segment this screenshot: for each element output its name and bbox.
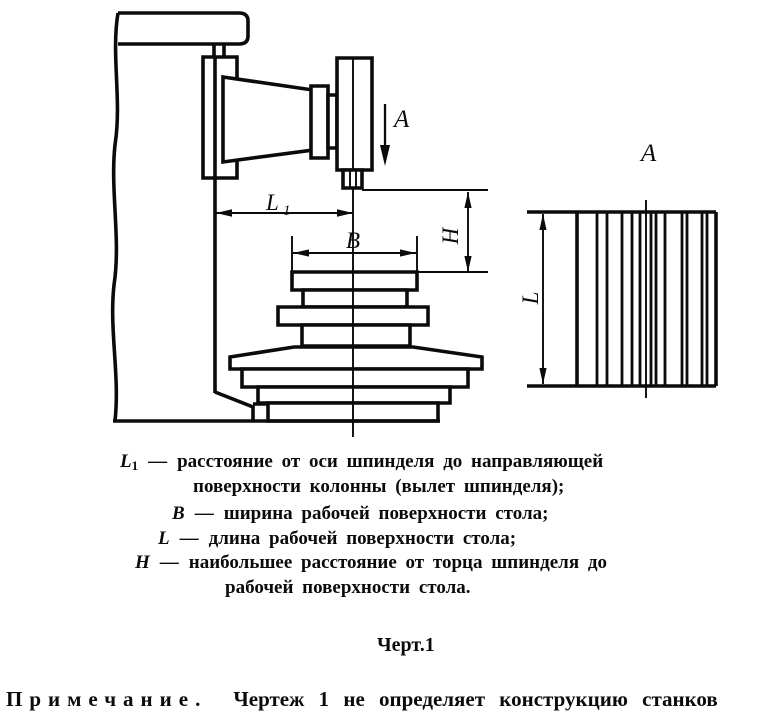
definition-l-text: длина рабочей поверхности стола; bbox=[208, 528, 517, 549]
l1-label-subscript: 1 bbox=[283, 203, 291, 219]
head-cone bbox=[221, 74, 315, 165]
definition-h-text-2: рабочей поверхности стола. bbox=[225, 577, 471, 598]
h-label: H bbox=[438, 226, 463, 245]
l1-arrow-right bbox=[337, 209, 353, 217]
column-break-wavy-line bbox=[110, 12, 120, 422]
definition-h-continued: рабочей поверхности стола. bbox=[225, 577, 471, 599]
spindle-nose-bore-lines bbox=[349, 170, 357, 188]
definition-dash: — bbox=[179, 528, 199, 549]
head-flange bbox=[309, 84, 330, 160]
knee-lower bbox=[256, 385, 452, 405]
definition-l1-symbol: L bbox=[120, 451, 132, 472]
note: Примечание. Чертеж 1 не определяет констр… bbox=[6, 687, 718, 712]
spindle-housing bbox=[335, 56, 374, 172]
b-extension-lines bbox=[291, 236, 418, 272]
overarm bbox=[118, 11, 250, 46]
knee-top bbox=[228, 345, 484, 371]
column bbox=[110, 11, 271, 422]
definition-l1-continued: поверхности колонны (вылет шпинделя); bbox=[193, 476, 564, 498]
l1-arrow-left bbox=[216, 209, 232, 217]
l-arrow-top bbox=[539, 214, 547, 230]
b-label: B bbox=[346, 228, 360, 253]
section-arrow-label: A bbox=[392, 106, 410, 133]
head-neck bbox=[212, 44, 226, 57]
head-slide-plate bbox=[201, 55, 239, 180]
definition-b-symbol: B bbox=[172, 503, 185, 524]
definition-b-text: ширина рабочей поверхности стола; bbox=[223, 503, 549, 524]
table-top-view: A L bbox=[518, 140, 718, 398]
view-a-title: A bbox=[639, 140, 657, 167]
definition-dash: — bbox=[148, 451, 168, 472]
definition-dash: — bbox=[194, 503, 214, 524]
b-arrow-right bbox=[400, 249, 416, 257]
l-arrow-bottom bbox=[539, 368, 547, 384]
definition-h-text: наибольшее расстояние от торца шпинделя … bbox=[188, 552, 607, 573]
definition-dash: — bbox=[159, 552, 179, 573]
section-arrow-a: A bbox=[380, 104, 410, 166]
definition-l1: L1 — расстояние от оси шпинделя до направл… bbox=[120, 451, 603, 477]
definition-h-symbol: H bbox=[135, 552, 150, 573]
figure-caption: Черт.1 bbox=[377, 634, 435, 656]
column-foot-chamfer bbox=[214, 390, 255, 421]
saddle-lower-block bbox=[300, 323, 412, 348]
h-extension-lines bbox=[362, 189, 488, 273]
definition-l1-subscript: 1 bbox=[131, 458, 139, 473]
knee-middle bbox=[240, 367, 470, 389]
h-arrow-bottom bbox=[464, 256, 472, 272]
machine-side-view: A L 1 B bbox=[110, 11, 488, 437]
h-arrow-top bbox=[464, 192, 472, 208]
definition-l-symbol: L bbox=[158, 528, 170, 549]
table-lower-block bbox=[301, 288, 409, 309]
dimension-h: H bbox=[362, 189, 488, 273]
definition-l: L — длина рабочей поверхности стола; bbox=[158, 528, 516, 550]
dimension-l: L bbox=[518, 214, 547, 384]
spindle-head bbox=[221, 56, 374, 190]
dimension-b: B bbox=[291, 228, 418, 272]
section-arrow-head bbox=[380, 145, 390, 166]
work-table bbox=[290, 270, 419, 292]
definition-l1-text: расстояние от оси шпинделя до направляющ… bbox=[177, 451, 604, 472]
spindle-nose bbox=[341, 168, 364, 190]
definition-h: H — наибольшее расстояние от торца шпиндел… bbox=[135, 552, 607, 574]
l-label: L bbox=[518, 292, 543, 306]
definition-b: B — ширина рабочей поверхности стола; bbox=[172, 503, 548, 525]
definition-l1-text-2: поверхности колонны (вылет шпинделя); bbox=[193, 476, 565, 497]
t-slot-lines bbox=[595, 212, 709, 386]
note-label: Примечание. bbox=[6, 687, 208, 711]
l1-label: L bbox=[265, 190, 279, 215]
b-arrow-left bbox=[293, 249, 309, 257]
table-stack bbox=[113, 188, 484, 437]
note-text: Чертеж 1 не определяет конструкцию станк… bbox=[233, 687, 718, 711]
dimension-l1: L 1 bbox=[216, 190, 353, 219]
